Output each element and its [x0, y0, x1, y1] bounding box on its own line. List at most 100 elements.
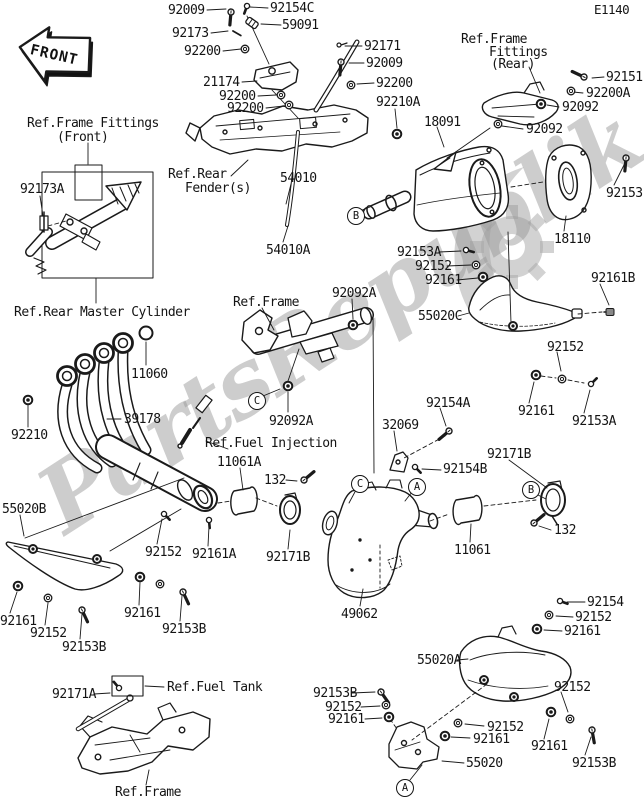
- bolt-part: [530, 513, 546, 527]
- part-label: 92200: [219, 89, 256, 104]
- part-label: 92161A: [192, 547, 236, 562]
- part-label: 92009: [168, 3, 205, 18]
- screw-part: [160, 510, 171, 521]
- washer-part: [284, 100, 294, 110]
- part-label: 92153: [606, 186, 643, 201]
- part-label: 18110: [554, 232, 591, 247]
- plug-part: [603, 308, 615, 316]
- part-label: 59091: [282, 18, 319, 33]
- bolt-part: [78, 606, 90, 624]
- part-label: 55020A: [417, 653, 461, 668]
- leader-lines: [9, 6, 626, 786]
- sleeve-part: [245, 16, 259, 30]
- part-label: 92154: [587, 595, 624, 610]
- part-label: 92200: [227, 101, 264, 116]
- heat-shield-55020a: [458, 625, 572, 702]
- callout-a: A: [396, 779, 414, 797]
- part-label: 11061A: [217, 455, 261, 470]
- screw-part: [205, 516, 213, 530]
- washer-part: [493, 119, 503, 129]
- part-label: 92151: [606, 70, 643, 85]
- bolt-part: [588, 726, 596, 745]
- part-label: 92210A: [376, 95, 420, 110]
- part-label: 92153A: [397, 245, 441, 260]
- part-label: 92152: [415, 259, 452, 274]
- part-label: Ref.Frame: [233, 295, 299, 310]
- grommet-part: [509, 692, 519, 702]
- part-label: 92161B: [591, 271, 635, 286]
- part-label: 11061: [454, 543, 491, 558]
- bolt-part: [570, 69, 588, 81]
- part-label: 92154A: [426, 396, 470, 411]
- frame-crossmember: [241, 307, 374, 363]
- part-label: 18091: [424, 115, 461, 130]
- nut-part: [391, 128, 403, 140]
- part-label: 92153B: [313, 686, 357, 701]
- part-label: 92161: [425, 273, 462, 288]
- part-label: 92154B: [443, 462, 487, 477]
- part-label: Fender(s): [185, 181, 251, 196]
- pin-part: [232, 30, 242, 37]
- part-label: 21174: [203, 75, 240, 90]
- center-muffler-49062: [321, 479, 439, 599]
- part-label: 32069: [382, 418, 419, 433]
- part-label: 92153B: [62, 640, 106, 655]
- part-label: 92161: [328, 712, 365, 727]
- part-label: 92153B: [572, 756, 616, 771]
- part-label: Ref.Frame: [115, 785, 181, 800]
- page-code: E1140: [594, 2, 630, 17]
- part-label: 92210: [11, 428, 48, 443]
- muffler-stay-55020: [388, 721, 440, 770]
- part-label: 92152: [145, 545, 182, 560]
- washer-part: [155, 579, 165, 589]
- washer-part: [565, 714, 575, 724]
- frame-bracket-bottom: [75, 675, 211, 775]
- washer-part: [544, 610, 554, 620]
- part-label: 92092: [526, 122, 563, 137]
- ring-part: [138, 325, 154, 341]
- nut-part: [530, 369, 542, 381]
- part-label: 92161: [564, 624, 601, 639]
- part-label: 92173A: [20, 182, 64, 197]
- callout-c: C: [248, 392, 266, 410]
- bolt-part: [179, 588, 191, 606]
- nut-part: [383, 711, 395, 723]
- nut-part: [134, 571, 146, 583]
- clip-part: [336, 42, 348, 48]
- part-label: (Rear): [491, 57, 535, 72]
- washer-part: [557, 374, 567, 384]
- exhaust-header-pipes: [56, 332, 218, 512]
- part-label: 92200A: [586, 86, 630, 101]
- callout-b: B: [522, 481, 540, 499]
- nut-part: [545, 706, 557, 718]
- part-label: 92154C: [270, 1, 314, 16]
- nut-part: [531, 623, 543, 635]
- part-label: Ref.Rear: [168, 167, 227, 182]
- part-label: 92161: [124, 606, 161, 621]
- part-label: 92171: [364, 39, 401, 54]
- screw-part: [411, 463, 422, 474]
- nut-part: [535, 98, 547, 110]
- nut-part: [12, 580, 24, 592]
- callout-a: A: [408, 478, 426, 496]
- rear-fender-stay-assembly: [185, 39, 369, 227]
- washer-part: [240, 44, 250, 54]
- front-direction-badge: FRONT: [18, 26, 94, 87]
- bolt-part: [227, 8, 235, 27]
- nut-part: [347, 319, 359, 331]
- bracket-32069: [389, 451, 409, 473]
- nut-part: [282, 380, 294, 392]
- pipe-collar-and-clamp-right: [452, 480, 566, 526]
- part-label: 39178: [124, 412, 161, 427]
- part-label: 92200: [184, 44, 221, 59]
- part-label: 92161: [518, 404, 555, 419]
- part-label: 92173: [172, 26, 209, 41]
- screw-part: [556, 597, 569, 606]
- part-label: 55020C: [418, 309, 462, 324]
- bolt-part: [437, 427, 453, 441]
- part-label: 92092A: [269, 414, 313, 429]
- grommet-part: [479, 675, 489, 685]
- nut-part: [22, 394, 34, 406]
